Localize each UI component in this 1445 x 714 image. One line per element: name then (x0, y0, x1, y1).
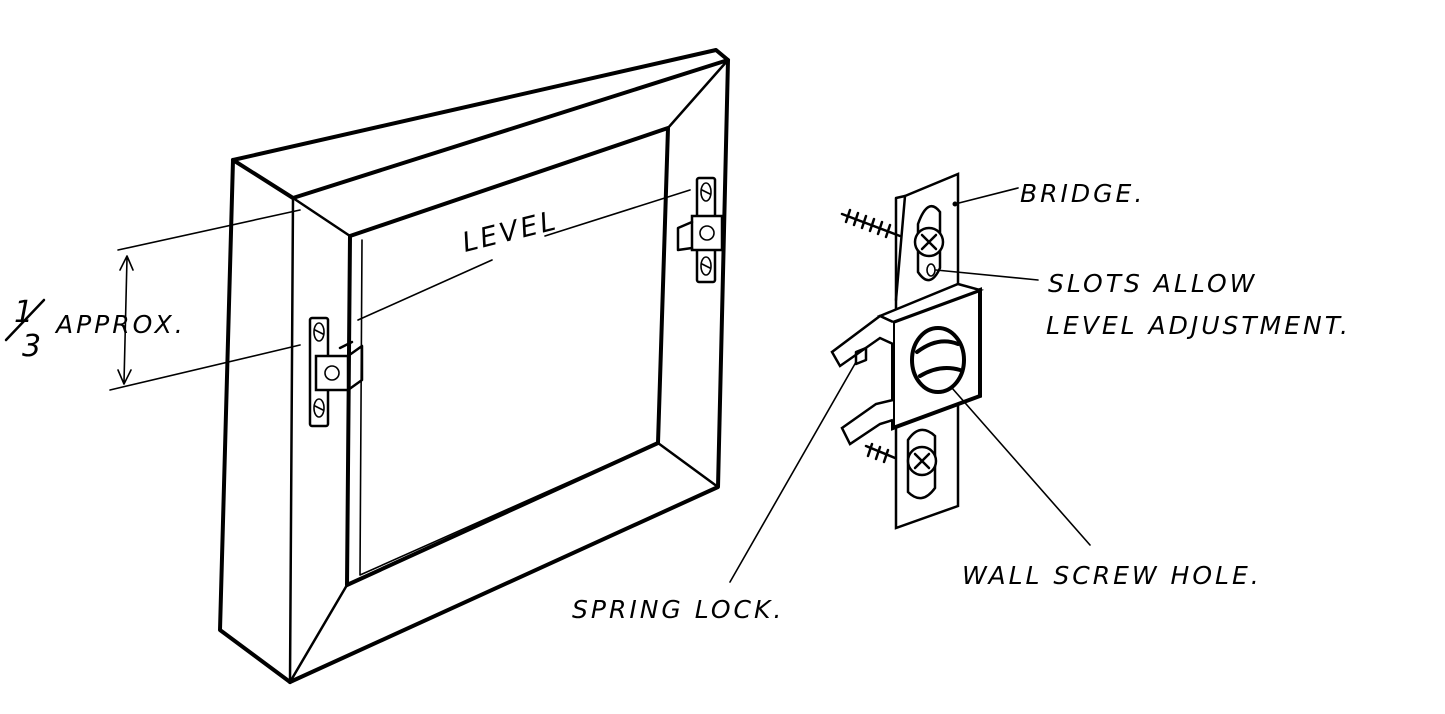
frame-top-face (231, 48, 730, 162)
frame-mitre-lines (288, 58, 730, 684)
spring-lock (830, 314, 894, 368)
wall-screw-upper (840, 208, 902, 239)
label-slots-line2: LEVEL ADJUSTMENT. (1046, 311, 1351, 340)
leader-spring-lock (729, 361, 857, 583)
leader-slots (935, 269, 1039, 281)
frame-left-side (218, 158, 292, 684)
level-lines (109, 189, 691, 391)
label-slots-line1: SLOTS ALLOW (1048, 269, 1257, 298)
label-level: LEVEL (459, 205, 561, 259)
label-fraction-top: 1 (14, 295, 36, 330)
frame-front-outer (231, 58, 730, 684)
level-line-upper (117, 189, 691, 251)
label-approx: APPROX. (54, 310, 186, 339)
label-wall-screw-hole: WALL SCREW HOLE. (962, 561, 1262, 590)
fraction-slash (4, 298, 46, 342)
leader-wall-screw-hole (951, 387, 1091, 546)
bridge-detail (830, 172, 985, 530)
picture-frame (218, 48, 730, 684)
leader-lines (729, 187, 1091, 583)
frame-inner-opening (345, 126, 670, 587)
labels: LEVEL 1 3 APPROX. BRIDGE. SLOTS ALLOW LE… (4, 179, 1351, 624)
wall-screw-lower (864, 442, 902, 464)
wall-screw-hole (910, 326, 966, 394)
dimension-arrow (117, 255, 134, 385)
label-bridge: BRIDGE. (1020, 179, 1145, 208)
frame-bracket-left (308, 316, 364, 428)
frame-bracket-right (676, 176, 724, 284)
frame-front-left-edge (288, 196, 295, 684)
frame-inner-shadow (359, 239, 653, 576)
leader-bridge (954, 187, 1019, 205)
label-spring-lock: SPRING LOCK. (572, 595, 784, 624)
level-line-lower (109, 259, 493, 391)
label-fraction-bottom: 3 (22, 329, 44, 364)
